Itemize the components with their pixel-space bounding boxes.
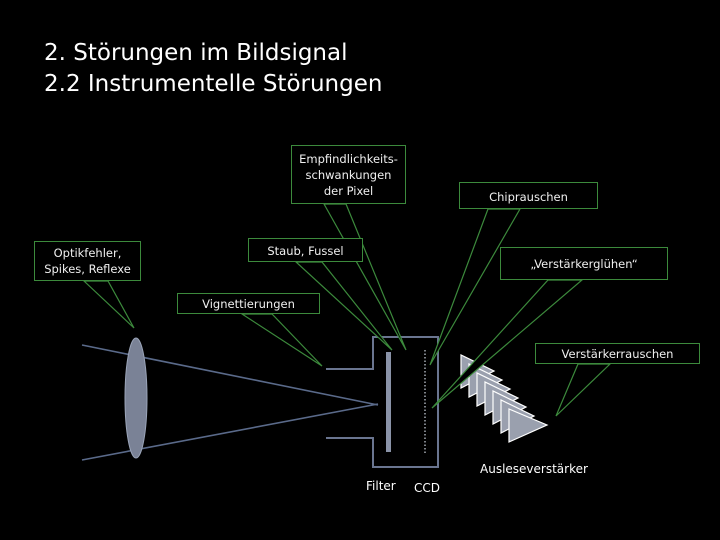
callout-empfindlichkeit-line-3: der Pixel — [323, 184, 374, 198]
callout-verstaerkerrauschen-text: Verstärkerrauschen — [561, 347, 674, 361]
callout-optikfehler: Optikfehler, Spikes, Reflexe — [34, 241, 141, 281]
pointer-staub — [294, 261, 393, 351]
callout-empfindlichkeit-line-1: Empfindlichkeits- — [299, 152, 398, 166]
pointer-verstaerkerrauschen — [555, 363, 612, 417]
callout-optikfehler-line-1: Optikfehler, — [53, 246, 122, 260]
pointer-verstaerkergluehen — [431, 279, 584, 409]
callout-staub: Staub, Fussel — [248, 238, 363, 262]
label-ccd: CCD — [414, 481, 440, 495]
pointer-vignettierungen — [239, 313, 323, 367]
callout-empfindlichkeit: Empfindlichkeits- schwankungen der Pixel — [291, 145, 406, 204]
callout-optikfehler-line-2: Spikes, Reflexe — [44, 262, 131, 276]
callout-chiprauschen: Chiprauschen — [459, 182, 598, 209]
lens-icon — [124, 337, 148, 459]
callout-vignettierungen: Vignettierungen — [177, 293, 320, 314]
callout-pointers — [82, 203, 612, 417]
title-line-2: 2.2 Instrumentelle Störungen — [44, 71, 383, 97]
pointer-chiprauschen — [429, 208, 522, 366]
camera-housing — [326, 336, 439, 468]
title-line-1: 2. Störungen im Bildsignal — [44, 40, 348, 66]
filter-element — [386, 352, 391, 452]
callout-empfindlichkeit-line-2: schwankungen — [305, 168, 392, 182]
label-ausleseverstaerker: Ausleseverstärker — [480, 462, 588, 476]
callout-verstaerkerrauschen: Verstärkerrauschen — [535, 343, 700, 364]
amplifier-stack-icon — [460, 354, 549, 443]
callout-staub-text: Staub, Fussel — [267, 244, 344, 258]
callout-verstaerkergluehen: „Verstärkerglühen“ — [500, 247, 668, 280]
pointer-empfindlichkeit — [322, 203, 407, 351]
pointer-optikfehler — [82, 280, 135, 329]
slide-title: 2. Störungen im Bildsignal 2.2 Instrumen… — [44, 38, 382, 100]
callout-chiprauschen-text: Chiprauschen — [489, 190, 568, 204]
callout-vignettierungen-text: Vignettierungen — [202, 297, 295, 311]
label-filter: Filter — [366, 479, 396, 493]
callout-verstaerkergluehen-text: „Verstärkerglühen“ — [530, 257, 638, 271]
